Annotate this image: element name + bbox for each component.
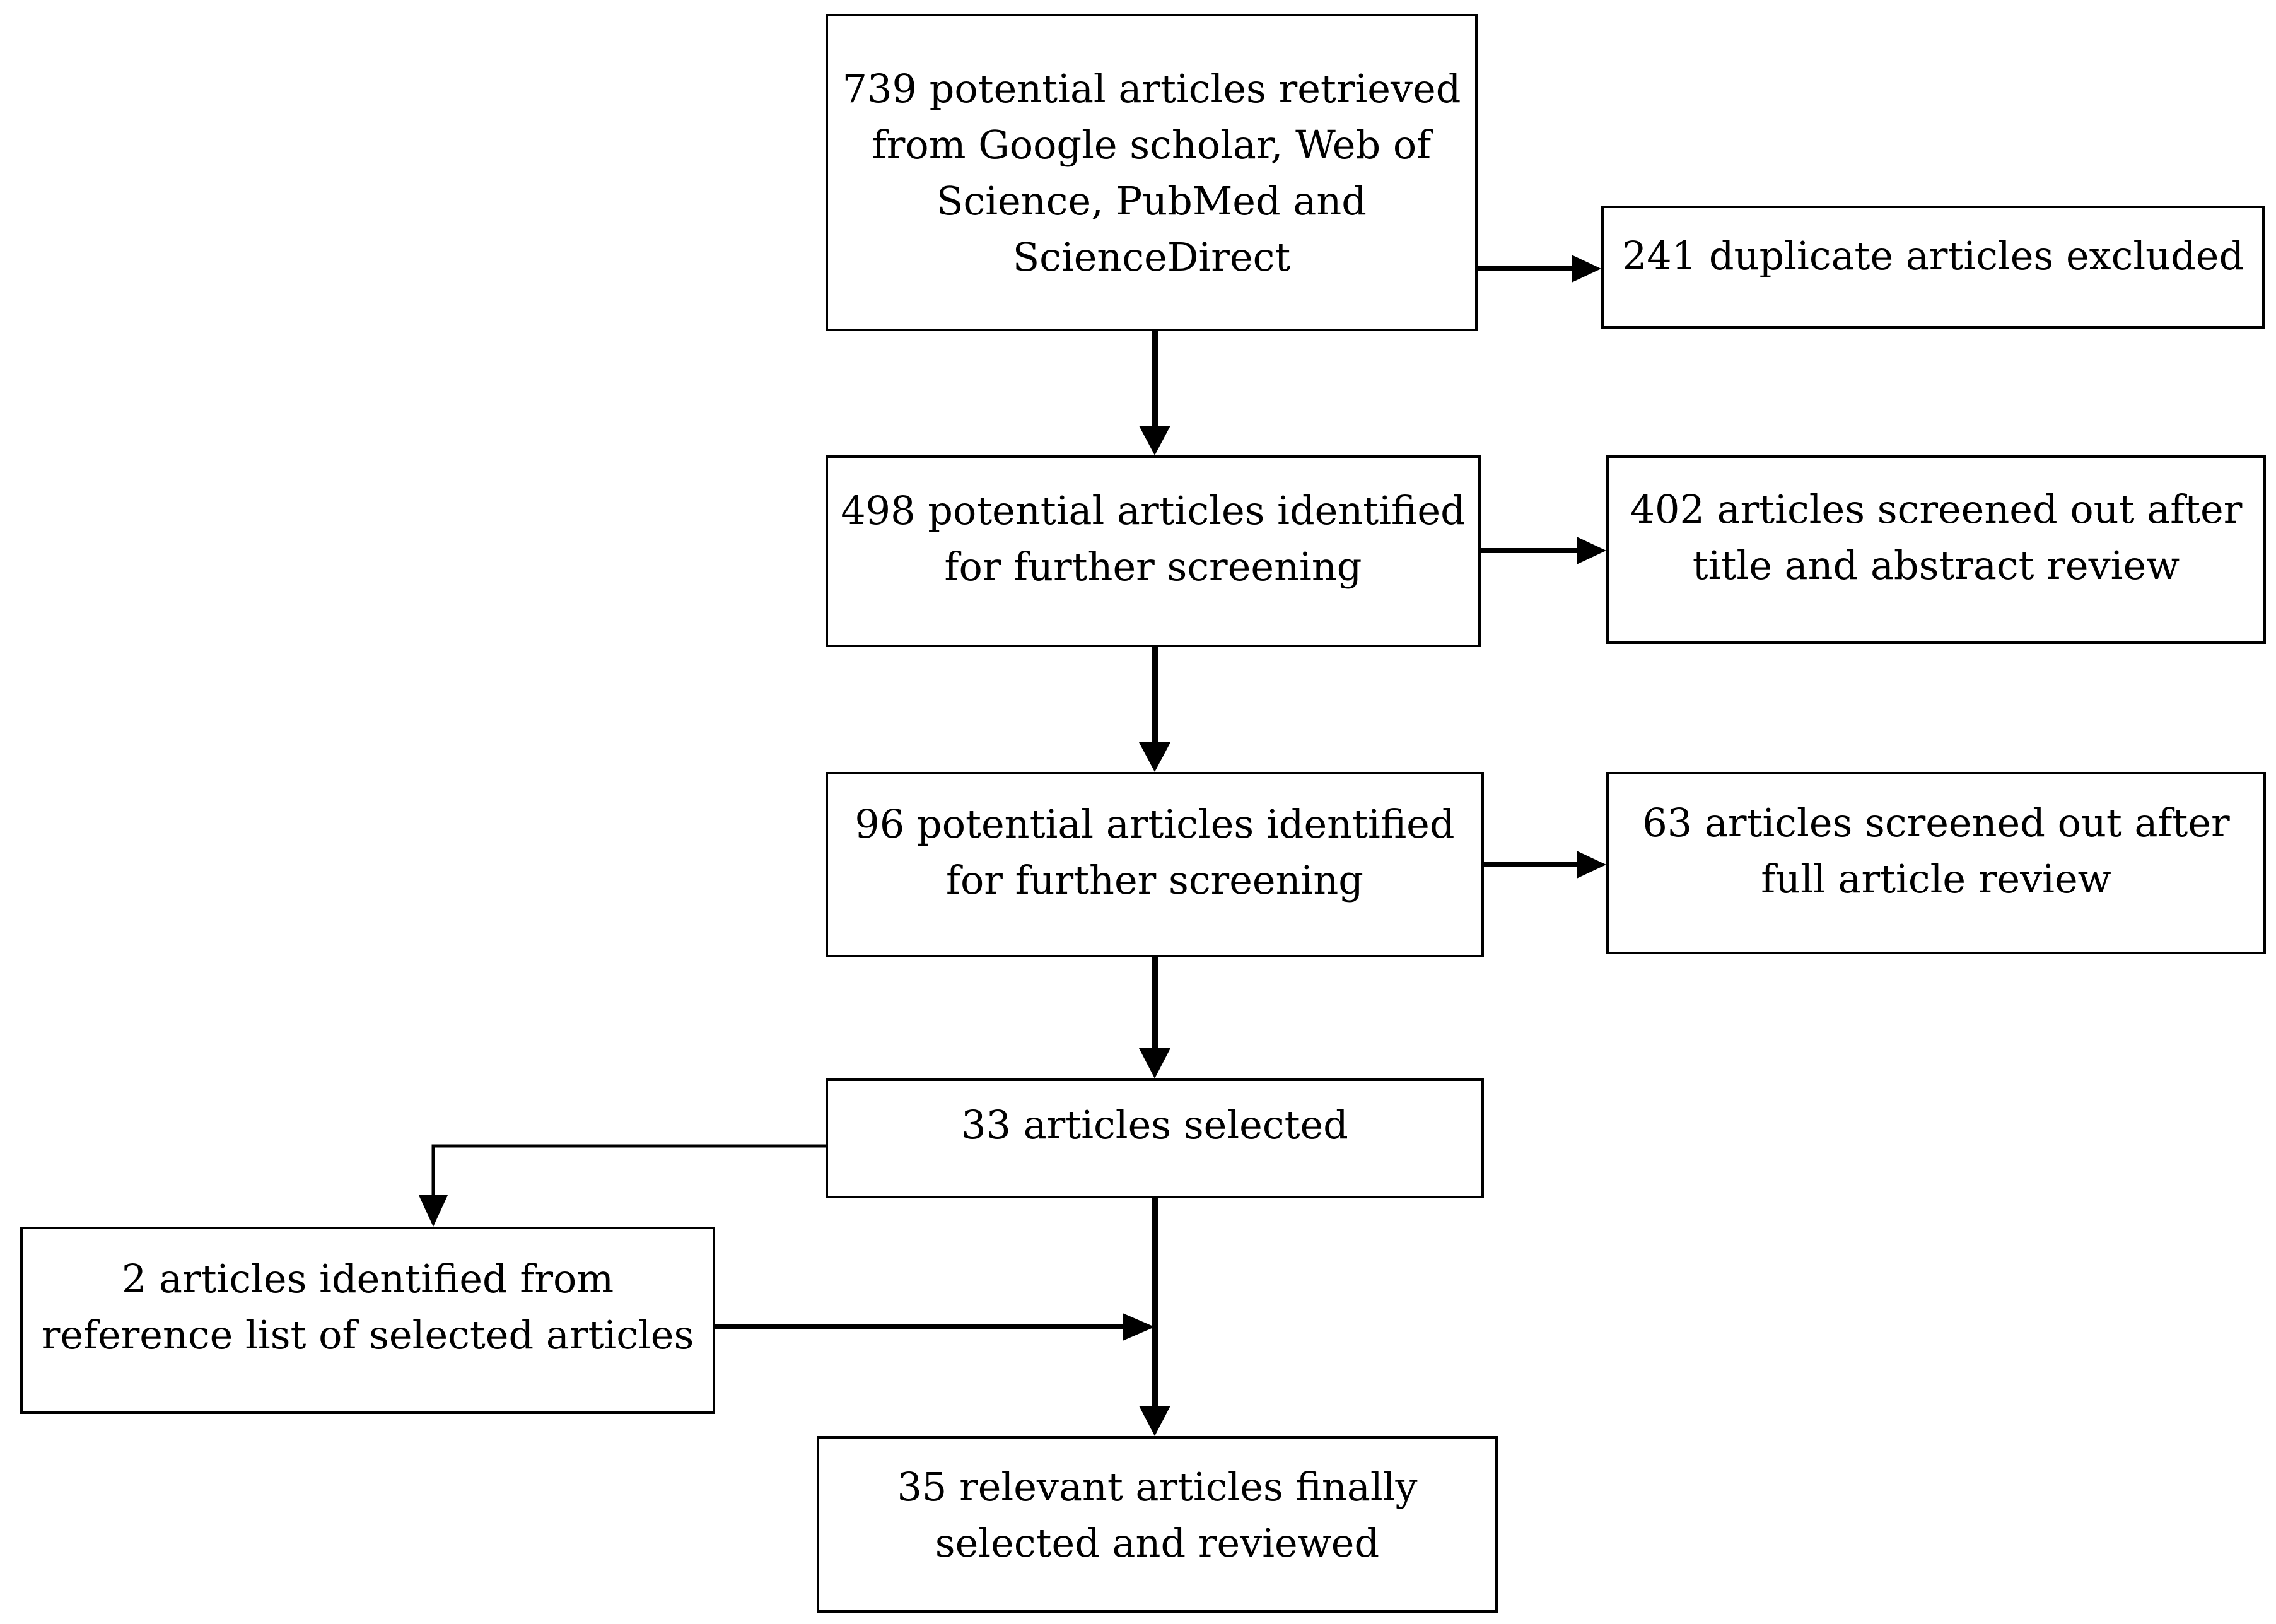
box-screened-63-text: 63 articles screened out after full arti…: [1642, 799, 2230, 902]
box-screened-402: 402 articles screened out after title an…: [1606, 455, 2266, 644]
box-final-35-text: 35 relevant articles finally selected an…: [897, 1464, 1418, 1566]
box-screened-402-text: 402 articles screened out after title an…: [1630, 486, 2243, 588]
box-reference-2: 2 articles identified from reference lis…: [20, 1227, 715, 1414]
box-identified-96: 96 potential articles identified for fur…: [826, 772, 1484, 957]
box-retrieved-text: 739 potential articles retrieved from Go…: [842, 65, 1461, 280]
box-screened-63: 63 articles screened out after full arti…: [1606, 772, 2266, 954]
arrowhead-498-to-402: [1577, 537, 1606, 564]
connector-33-to-reference: [431, 1144, 826, 1198]
box-duplicates: 241 duplicate articles excluded: [1601, 206, 2265, 329]
box-duplicates-text: 241 duplicate articles excluded: [1621, 233, 2244, 279]
arrowhead-retrieved-to-duplicates: [1572, 255, 1601, 283]
arrowhead-498-to-96: [1139, 742, 1170, 772]
arrowhead-33-to-35: [1139, 1406, 1170, 1436]
arrowhead-reference-to-main: [1123, 1313, 1155, 1341]
arrowhead-retrieved-to-498: [1139, 426, 1170, 455]
arrowhead-33-to-reference: [419, 1195, 448, 1227]
box-identified-498-text: 498 potential articles identified for fu…: [841, 488, 1466, 590]
box-retrieved: 739 potential articles retrieved from Go…: [826, 14, 1478, 331]
box-reference-2-text: 2 articles identified from reference lis…: [41, 1255, 694, 1358]
arrowhead-96-to-33: [1139, 1048, 1170, 1078]
box-final-35: 35 relevant articles finally selected an…: [817, 1436, 1498, 1613]
arrow-reference-to-main: [715, 1324, 1126, 1329]
box-identified-96-text: 96 potential articles identified for fur…: [855, 801, 1455, 903]
box-selected-33-text: 33 articles selected: [961, 1101, 1348, 1148]
box-selected-33: 33 articles selected: [826, 1078, 1484, 1198]
arrowhead-96-to-63: [1577, 851, 1606, 879]
box-identified-498: 498 potential articles identified for fu…: [826, 455, 1481, 647]
